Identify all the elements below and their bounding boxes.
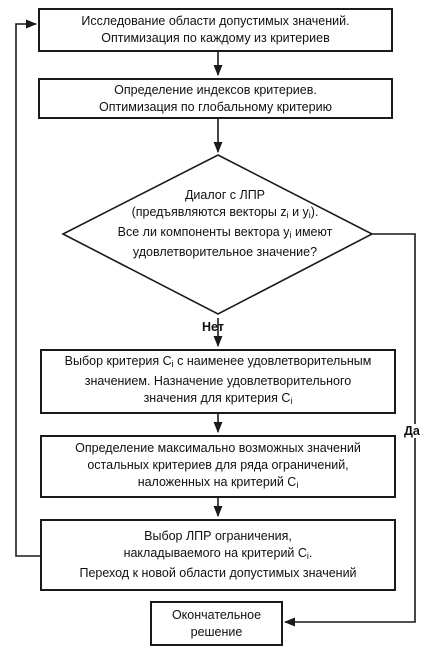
no-label: Нет <box>202 320 224 334</box>
block-select-criterion: Выбор критерия Ci с наименее удовлетвори… <box>40 349 396 414</box>
block-final-decision: Окончательное решение <box>150 601 283 646</box>
block-constraint-choice: Выбор ЛПР ограничения, накладываемого на… <box>40 519 396 591</box>
block-criteria-indices: Определение индексов критериев. Оптимиза… <box>38 78 393 119</box>
block-max-values: Определение максимально возможных значен… <box>40 435 396 498</box>
yes-label: Да <box>404 424 420 438</box>
feedback-loop-line <box>15 19 40 557</box>
decision-text: Диалог с ЛПР (предъявляются векторы zi и… <box>117 188 333 259</box>
block-explore-feasible-region: Исследование области допустимых значений… <box>38 8 393 52</box>
decision-diamond <box>61 154 374 315</box>
